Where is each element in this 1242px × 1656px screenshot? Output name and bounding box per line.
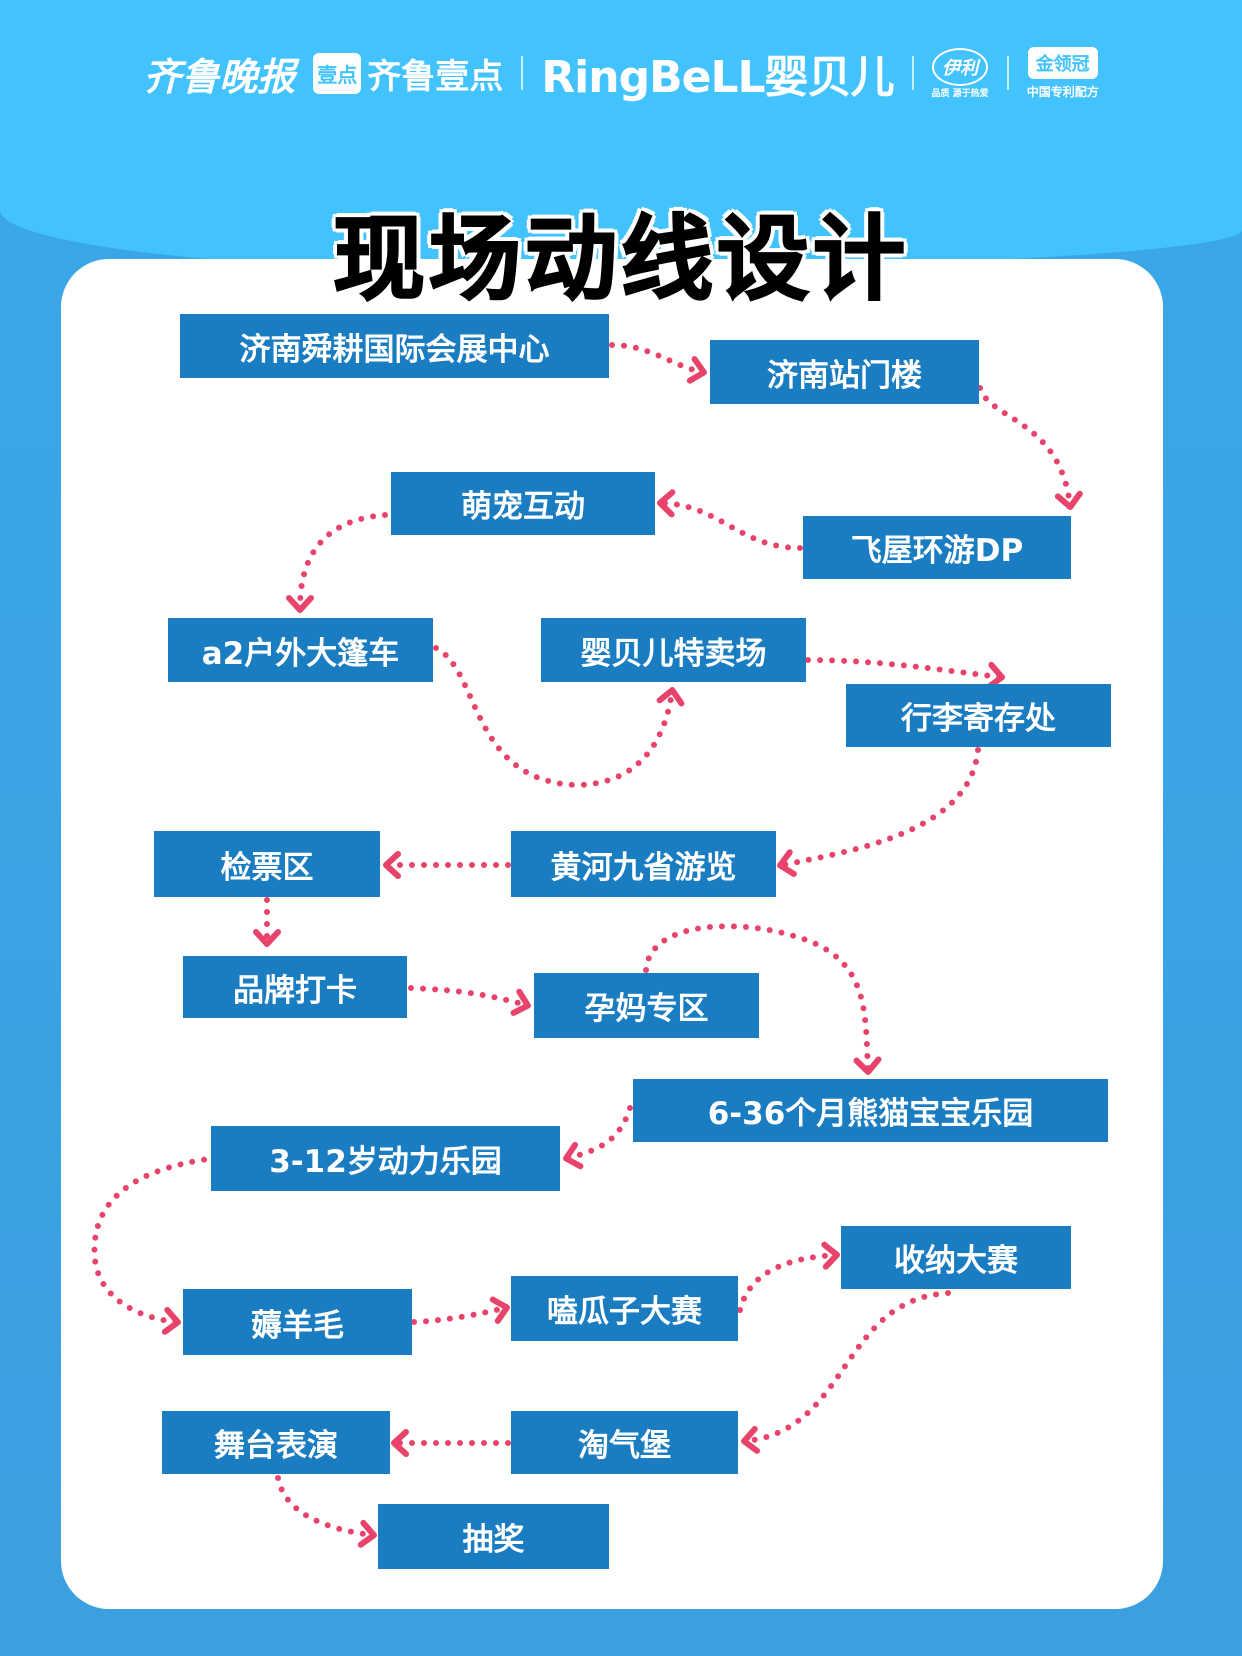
arrow-2-4 [977,385,1083,510]
station-box: 抽奖 [378,1504,609,1569]
arrow-16-18 [741,1290,951,1454]
station-box: 济南舜耕国际会展中心 [180,314,609,378]
station-box: 济南站门楼 [710,340,979,404]
station-box: 黄河九省游览 [511,831,776,897]
station-box: 检票区 [154,831,380,897]
station-box: 嗑瓜子大赛 [511,1276,738,1341]
divider [911,56,914,90]
station-box: 淘气堡 [511,1411,738,1474]
station-box: 行李寄存处 [846,684,1111,747]
station-box: 3-12岁动力乐园 [211,1126,560,1191]
station-box: 舞台表演 [162,1411,390,1474]
qilu-evening-news-logo: 齐鲁晚报 [143,53,296,99]
yili-logo: 伊利品质 源于热爱 [932,47,989,99]
arrow-17-19 [275,1475,377,1548]
station-box: a2户外大篷车 [168,618,433,682]
divider [1006,56,1009,90]
arrow-7-9 [777,747,981,877]
arrow-4-3 [657,489,803,551]
arrow-14-15 [411,1296,510,1325]
page-title: 现场动线设计 [332,205,909,314]
arrow-12-13 [563,1105,633,1170]
station-box: 品牌打卡 [183,956,407,1018]
arrow-11-12 [643,923,882,1075]
station-box: 飞屋环游DP [803,516,1071,579]
arrow-3-5 [286,512,388,613]
arrow-5-6 [433,645,685,789]
station-box: 薅羊毛 [183,1289,412,1355]
station-box: 6-36个月熊猫宝宝乐园 [633,1079,1108,1142]
arrow-1-2 [609,342,707,384]
arrow-6-7 [805,657,1005,690]
station-box: 收纳大赛 [841,1226,1071,1289]
station-box: 萌宠互动 [391,472,655,535]
divider [521,56,524,90]
station-box: 孕妈专区 [534,973,759,1038]
station-box: 婴贝儿特卖场 [541,618,806,682]
jinlingguan-logo: 金领冠中国专利配方 [1027,46,1099,100]
ringbell-logo: RingBeLL婴贝儿 [541,52,894,103]
qilu-yidian-logo: 壹点齐鲁壹点 [313,49,503,98]
arrow-10-11 [408,985,531,1016]
background-wave [0,130,1242,270]
sponsor-header: 齐鲁晚报 壹点齐鲁壹点 RingBeLL婴贝儿 伊利品质 源于热爱 金领冠中国专… [0,38,1242,108]
arrow-15-16 [737,1241,840,1313]
arrow-13-14 [91,1155,219,1335]
